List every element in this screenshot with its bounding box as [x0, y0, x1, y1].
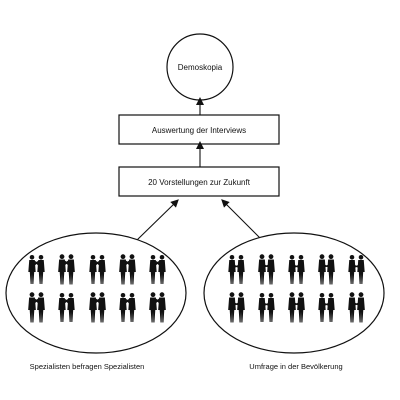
person-silhouette-icon	[354, 292, 365, 323]
person-silhouette-icon	[294, 254, 305, 284]
person-silhouette-icon	[348, 254, 359, 284]
person-silhouette-icon	[234, 254, 245, 284]
person-silhouette-icon	[62, 254, 75, 285]
person-silhouette-icon	[264, 254, 275, 285]
right-figures	[228, 254, 365, 323]
person-silhouette-icon	[258, 254, 269, 285]
right-caption: Umfrage in der Bevölkerung	[249, 362, 342, 371]
right-group	[203, 232, 385, 354]
left-group	[5, 232, 187, 354]
person-silhouette-icon	[154, 254, 166, 284]
person-silhouette-icon	[324, 254, 335, 285]
person-silhouette-icon	[153, 292, 166, 323]
person-silhouette-icon	[93, 292, 106, 323]
person-silhouette-icon	[123, 254, 136, 285]
person-silhouette-icon	[264, 292, 275, 322]
person-silhouette-icon	[94, 254, 106, 284]
person-silhouette-icon	[32, 292, 45, 323]
left-caption: Spezialisten befragen Spezialisten	[30, 362, 145, 371]
person-silhouette-icon	[354, 254, 365, 284]
person-silhouette-icon	[234, 292, 245, 323]
arrow-right-group-to-ideas-icon	[221, 199, 263, 241]
left-figures	[28, 254, 166, 323]
demoskopia-label: Demoskopia	[178, 63, 223, 72]
person-silhouette-icon	[294, 292, 305, 323]
demoskopia-node: Demoskopia	[166, 33, 234, 101]
arrow-left-group-to-ideas-icon	[136, 199, 179, 241]
person-silhouette-icon	[33, 254, 45, 284]
ideas-label: 20 Vorstellungen zur Zukunft	[148, 178, 251, 187]
person-silhouette-icon	[124, 292, 136, 322]
person-silhouette-icon	[324, 292, 335, 322]
person-silhouette-icon	[63, 292, 75, 322]
arrows	[136, 97, 263, 241]
evaluation-box: Auswertung der Interviews	[118, 114, 280, 145]
evaluation-label: Auswertung der Interviews	[152, 126, 246, 135]
ideas-box: 20 Vorstellungen zur Zukunft	[118, 166, 280, 197]
